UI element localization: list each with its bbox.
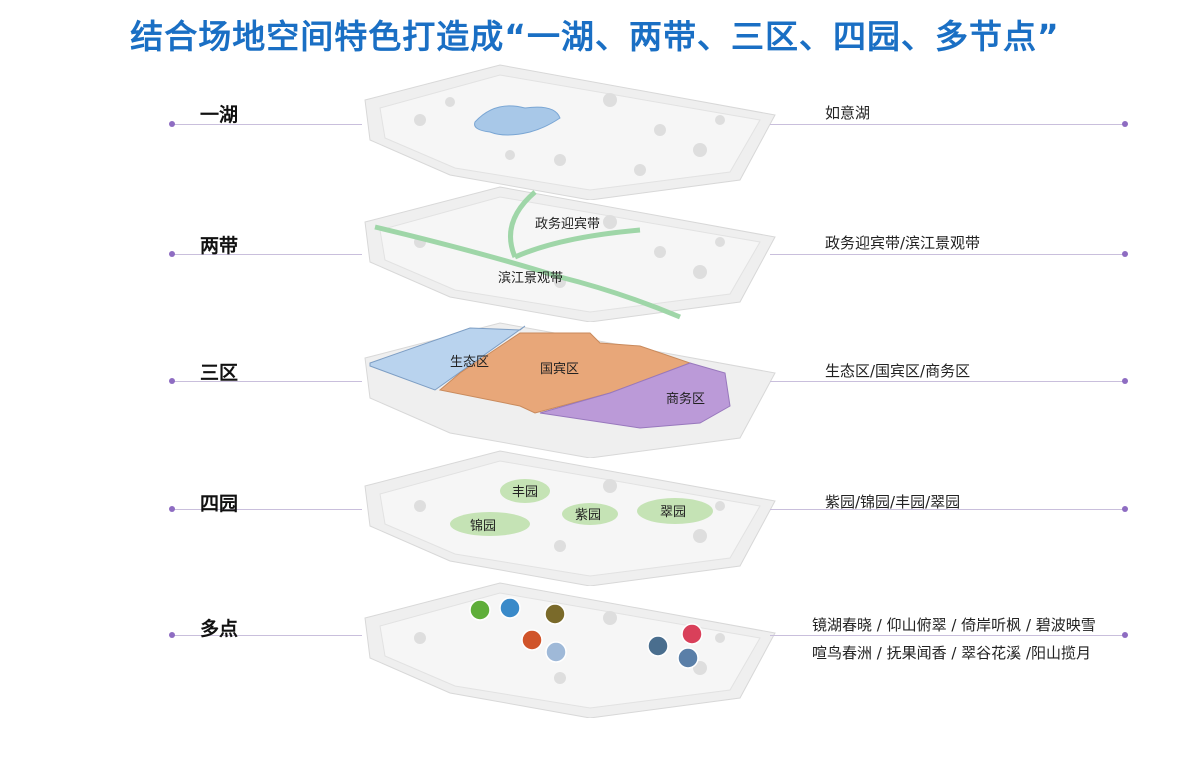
business-zone — [539, 362, 731, 429]
layer-description: 紫园/锦园/丰园/翠园 — [825, 493, 961, 511]
page-title: 结合场地空间特色打造成“一湖、两带、三区、四园、多节点” — [130, 17, 1060, 56]
lead-line-right — [770, 509, 1126, 510]
lead-line-left — [172, 254, 362, 255]
node-photo — [499, 597, 521, 619]
node-photo — [677, 647, 699, 669]
layer-description: 政务迎宾带/滨江景观带 — [825, 234, 981, 252]
lake-shape — [474, 105, 561, 136]
garden-cui — [637, 498, 713, 524]
layer-nodes: 多点 镜湖春晓 / 仰山俯翠 / 倚岸听枫 / 碧波映雪 喧鸟春洲 / 抚果闻香… — [0, 578, 1200, 718]
node-photo — [544, 603, 566, 625]
layer-name: 两带 — [200, 235, 239, 257]
map-label-welcome-belt: 政务迎宾带 — [535, 216, 600, 232]
node-photo — [681, 623, 703, 645]
node-names-line-1: 镜湖春晓 / 仰山俯翠 / 倚岸听枫 / 碧波映雪 — [812, 616, 1096, 634]
lead-dot-right — [1122, 632, 1128, 638]
layer-zones: 生态区 国宾区 商务区 三区 生态区/国宾区/商务区 — [0, 318, 1200, 458]
lead-line-right — [770, 254, 1126, 255]
lead-dot-left — [169, 251, 175, 257]
layer-map-lake — [364, 64, 776, 200]
welcome-belt — [508, 190, 641, 260]
layer-lake: 一湖 如意湖 — [0, 60, 1200, 200]
map-label-jin-garden: 锦园 — [470, 519, 496, 534]
map-label-zi-garden: 紫园 — [575, 508, 601, 523]
lead-dot-left — [169, 378, 175, 384]
layer-name: 三区 — [200, 362, 239, 384]
garden-feng — [500, 479, 550, 503]
lead-dot-left — [169, 506, 175, 512]
map-label-business-zone: 商务区 — [666, 391, 705, 407]
node-photo — [469, 599, 491, 621]
map-label-feng-garden: 丰园 — [512, 485, 538, 500]
lead-dot-right — [1122, 121, 1128, 127]
lead-line-right — [770, 124, 1126, 125]
layer-belts: 政务迎宾带 滨江景观带 两带 政务迎宾带/滨江景观带 — [0, 182, 1200, 322]
map-label-eco-zone: 生态区 — [450, 355, 489, 370]
riverside-belt — [374, 224, 681, 320]
layer-name: 四园 — [200, 493, 239, 515]
lead-dot-right — [1122, 378, 1128, 384]
layer-name: 一湖 — [200, 104, 239, 126]
layer-map-nodes — [364, 582, 776, 718]
lead-dot-right — [1122, 251, 1128, 257]
map-label-riverside-belt: 滨江景观带 — [498, 270, 563, 286]
layer-description: 生态区/国宾区/商务区 — [825, 362, 971, 380]
node-photo — [647, 635, 669, 657]
layer-map-gardens: 丰园 锦园 紫园 翠园 — [364, 450, 776, 586]
map-label-guest-zone: 国宾区 — [540, 361, 579, 377]
lead-line-right — [770, 635, 1126, 636]
lead-dot-right — [1122, 506, 1128, 512]
layer-map-zones: 生态区 国宾区 商务区 — [364, 322, 776, 458]
node-photo — [521, 629, 543, 651]
layer-map-belts: 政务迎宾带 滨江景观带 — [364, 186, 776, 322]
map-label-cui-garden: 翠园 — [660, 505, 686, 520]
garden-jin — [450, 512, 530, 536]
lead-line-left — [172, 124, 362, 125]
node-names-line-2: 喧鸟春洲 / 抚果闻香 / 翠谷花溪 /阳山揽月 — [812, 644, 1092, 662]
lead-dot-left — [169, 121, 175, 127]
lead-line-left — [172, 381, 362, 382]
node-photo — [545, 641, 567, 663]
lead-dot-left — [169, 632, 175, 638]
layer-gardens: 丰园 锦园 紫园 翠园 四园 紫园/锦园/丰园/翠园 — [0, 446, 1200, 586]
garden-zi — [562, 503, 618, 525]
eco-zone — [369, 325, 526, 391]
lead-line-left — [172, 509, 362, 510]
lead-line-left — [172, 635, 362, 636]
layer-description: 如意湖 — [825, 104, 871, 122]
lead-line-right — [770, 381, 1126, 382]
layer-name: 多点 — [200, 618, 239, 640]
